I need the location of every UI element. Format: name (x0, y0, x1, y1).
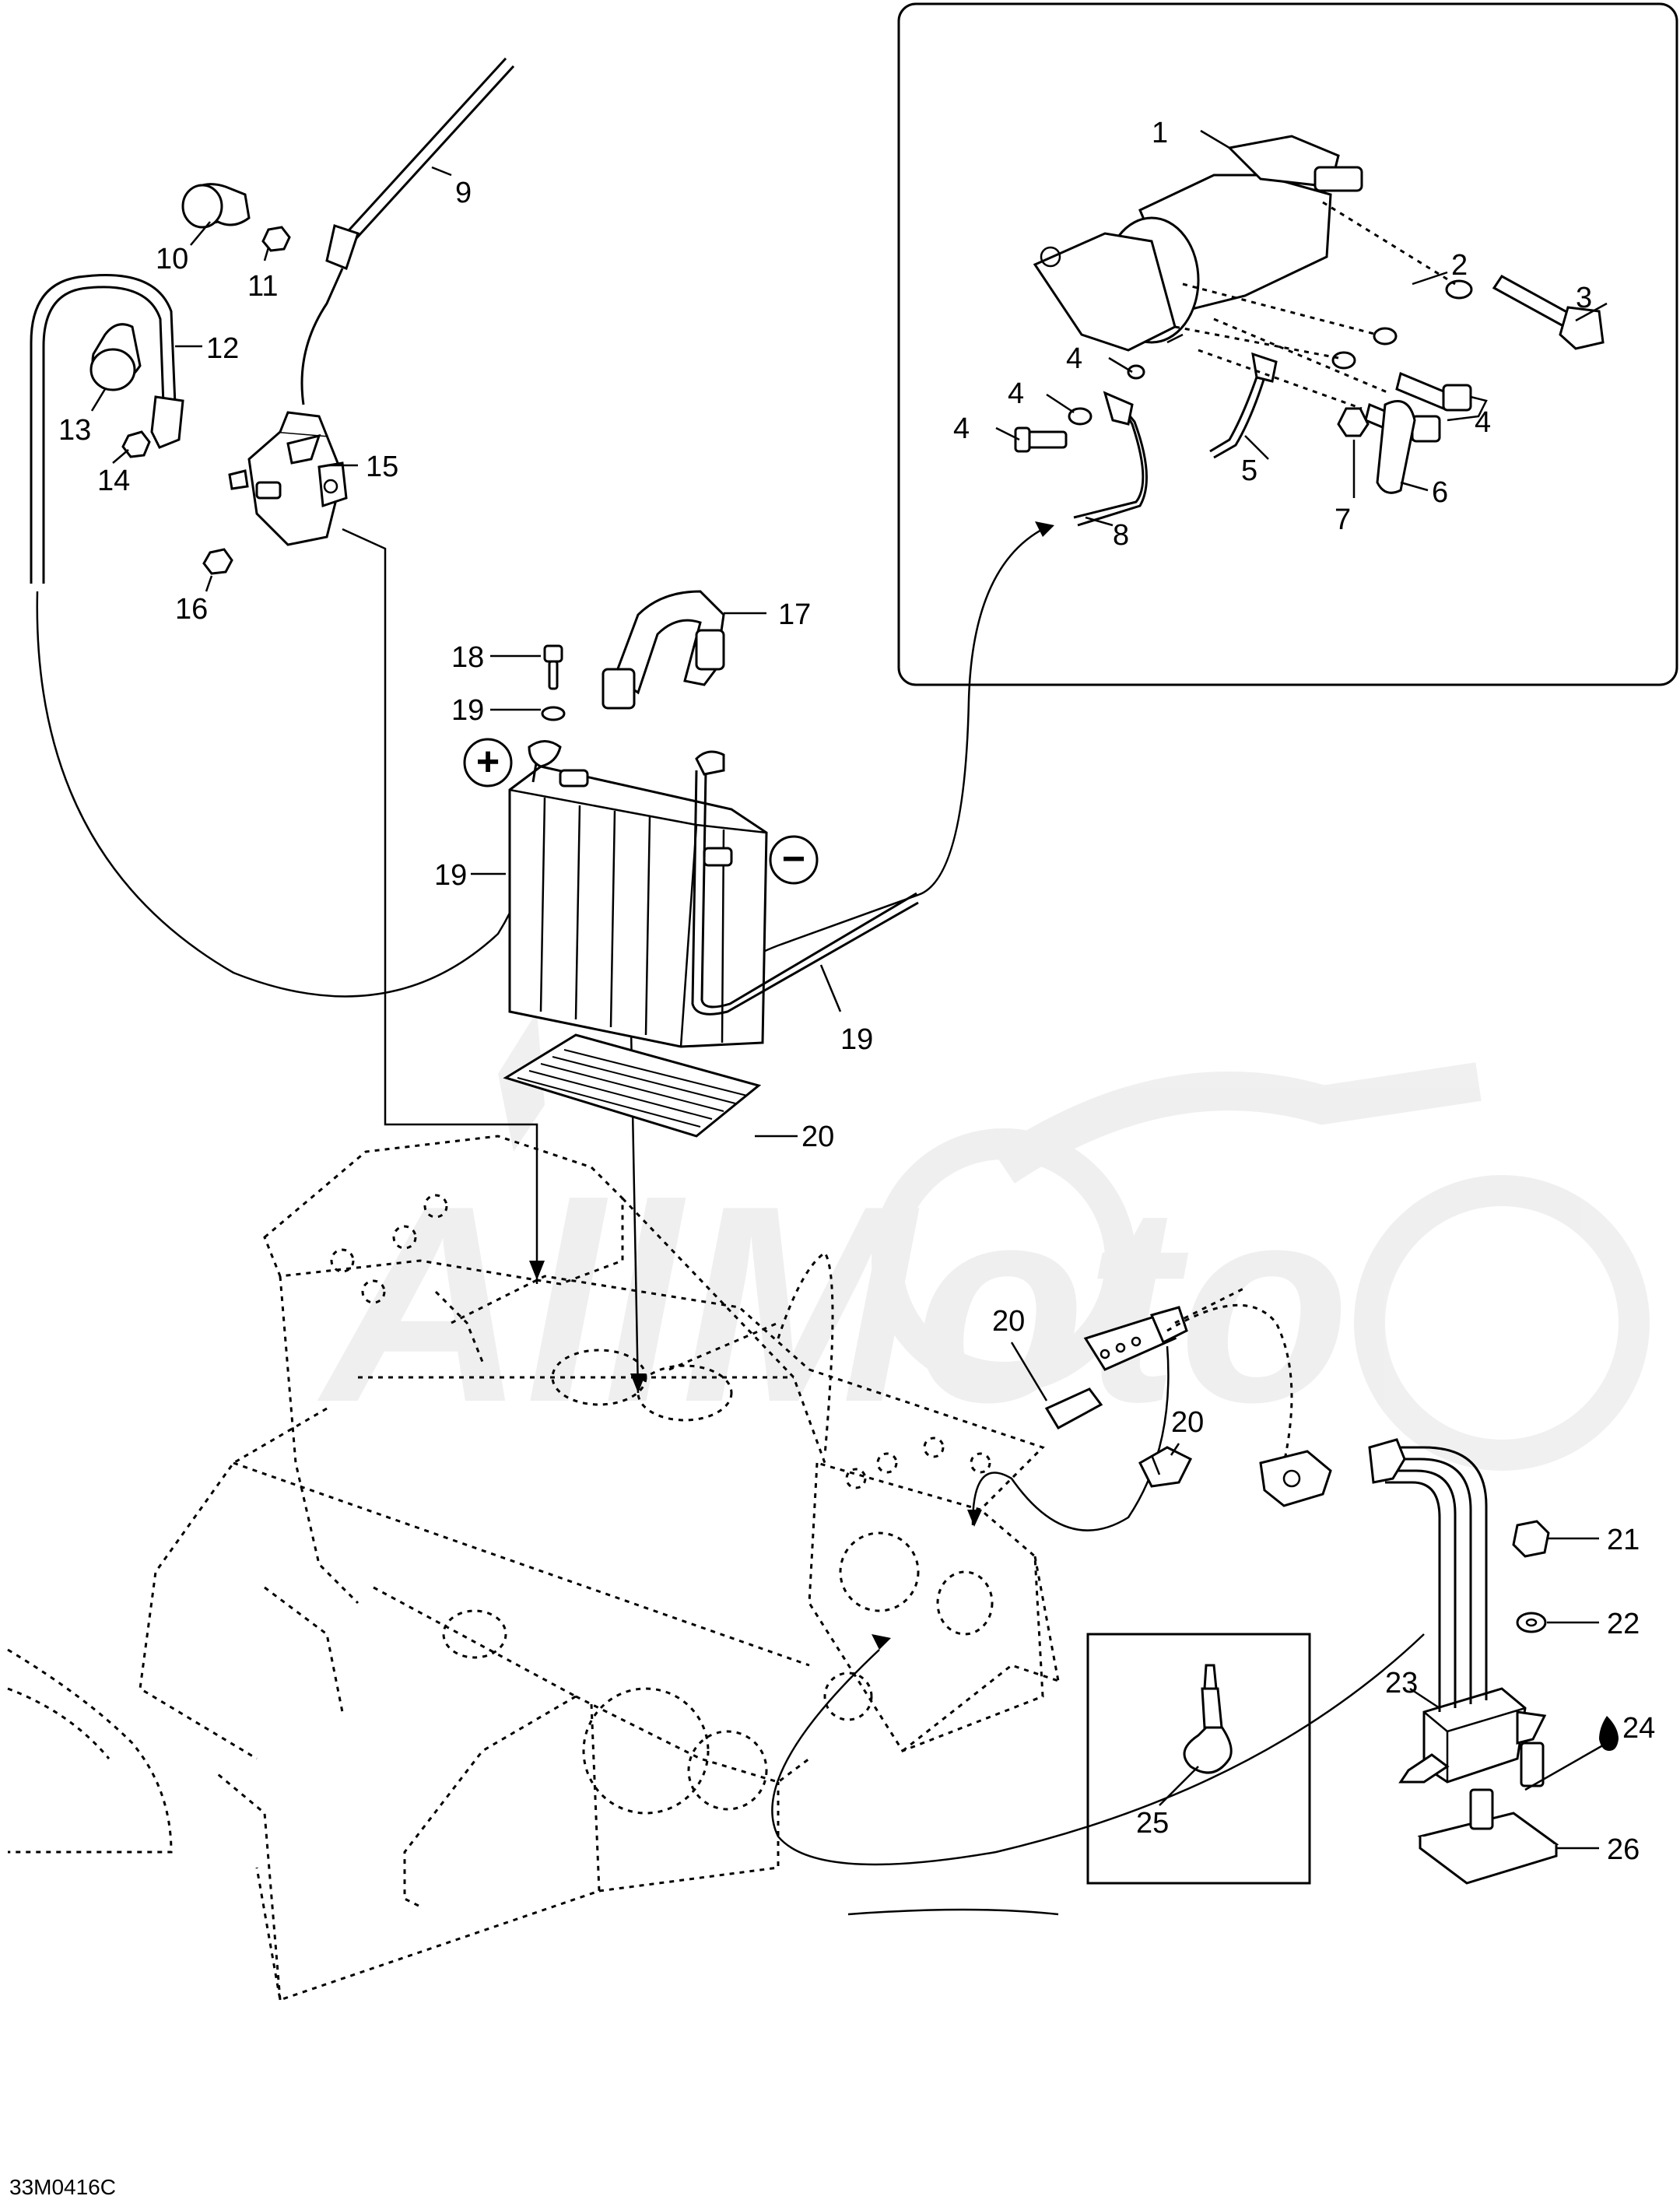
callout-24: 17 (778, 598, 811, 631)
chassis-frame (7, 1135, 1060, 2001)
callout-20-top: 10 (156, 243, 188, 275)
callout-19-top: 9 (455, 177, 472, 209)
callout-12: 15 (366, 451, 398, 483)
callout-8: 3 (1576, 282, 1592, 314)
starter-motor (1033, 135, 1363, 352)
callout-7: 23 (1385, 1667, 1418, 1700)
voltage-regulator (1259, 1438, 1547, 1784)
cable-19-top (300, 57, 515, 405)
callout-11: 1 (1152, 117, 1168, 149)
mounting-pad (1417, 1742, 1559, 1885)
regulator-nut-washer (1512, 1520, 1550, 1633)
callout-25: 20 (801, 1121, 834, 1153)
cable-19-battery (691, 750, 919, 1016)
starter-solenoid (228, 411, 348, 546)
starter-inset-frame (897, 2, 1678, 686)
callout-26: 26 (1607, 1833, 1640, 1866)
diagram-code: 33M0416C (9, 2175, 116, 2199)
callout-4-mid: 14 (97, 465, 130, 497)
callouts: 1 2 3 4 4 4 4 5 6 7 8 9 10 (58, 117, 1655, 1866)
callout-1: 20 (1171, 1406, 1204, 1439)
callout-21: 19 (434, 859, 467, 892)
callout-17: 4 (1066, 342, 1082, 375)
callout-15: 4 (953, 412, 970, 445)
callout-3: 22 (1607, 1608, 1640, 1640)
harness-clip (1138, 1446, 1193, 1488)
callout-4-top: 11 (247, 270, 278, 303)
callout-13: 16 (175, 593, 208, 626)
inset-cables (1073, 352, 1278, 527)
callout-4-lower: 21 (1607, 1524, 1640, 1556)
fuse-holder (1044, 1286, 1293, 1495)
adhesive-drop-icon (1599, 1716, 1619, 1751)
watermark: AllMoto (314, 1012, 1650, 1471)
callout-19-battery: 19 (840, 1023, 873, 1056)
positive-sign: + (476, 739, 500, 784)
negative-terminal-symbol: − (769, 835, 819, 885)
tie-wrap-inset-frame (1086, 1633, 1311, 1885)
negative-sign: − (782, 837, 805, 882)
callout-22: 19 (451, 694, 484, 727)
callout-20-inset: 6 (1432, 476, 1448, 509)
callout-14: 8 (1113, 519, 1129, 552)
top-left-small-parts (89, 183, 291, 575)
inset-axis-lines (1174, 201, 1456, 410)
callout-16: 4 (1008, 377, 1024, 410)
callout-20-mid: 13 (58, 414, 91, 447)
routing-arrows (529, 521, 1054, 1650)
battery (508, 740, 768, 1048)
callout-2: 24 (1622, 1712, 1655, 1745)
battery-strap (602, 590, 725, 710)
cable-18 (30, 273, 184, 584)
tie-wrap (1183, 1664, 1233, 1774)
callout-5: 25 (1136, 1807, 1169, 1840)
callout-9: 4 (1475, 406, 1491, 439)
battery-pad (503, 1033, 762, 1138)
strap-screw (541, 644, 566, 721)
callout-4-inset: 7 (1335, 503, 1351, 536)
callout-19-inset: 5 (1241, 454, 1257, 487)
positive-terminal-symbol: + (463, 738, 513, 788)
callout-10: 2 (1451, 249, 1468, 282)
callout-23: 18 (451, 641, 484, 674)
starter-fasteners (1014, 275, 1605, 494)
callout-6: 20 (992, 1305, 1025, 1338)
callout-18: 12 (206, 332, 239, 365)
watermark-text: AllMoto (314, 1148, 1350, 1461)
